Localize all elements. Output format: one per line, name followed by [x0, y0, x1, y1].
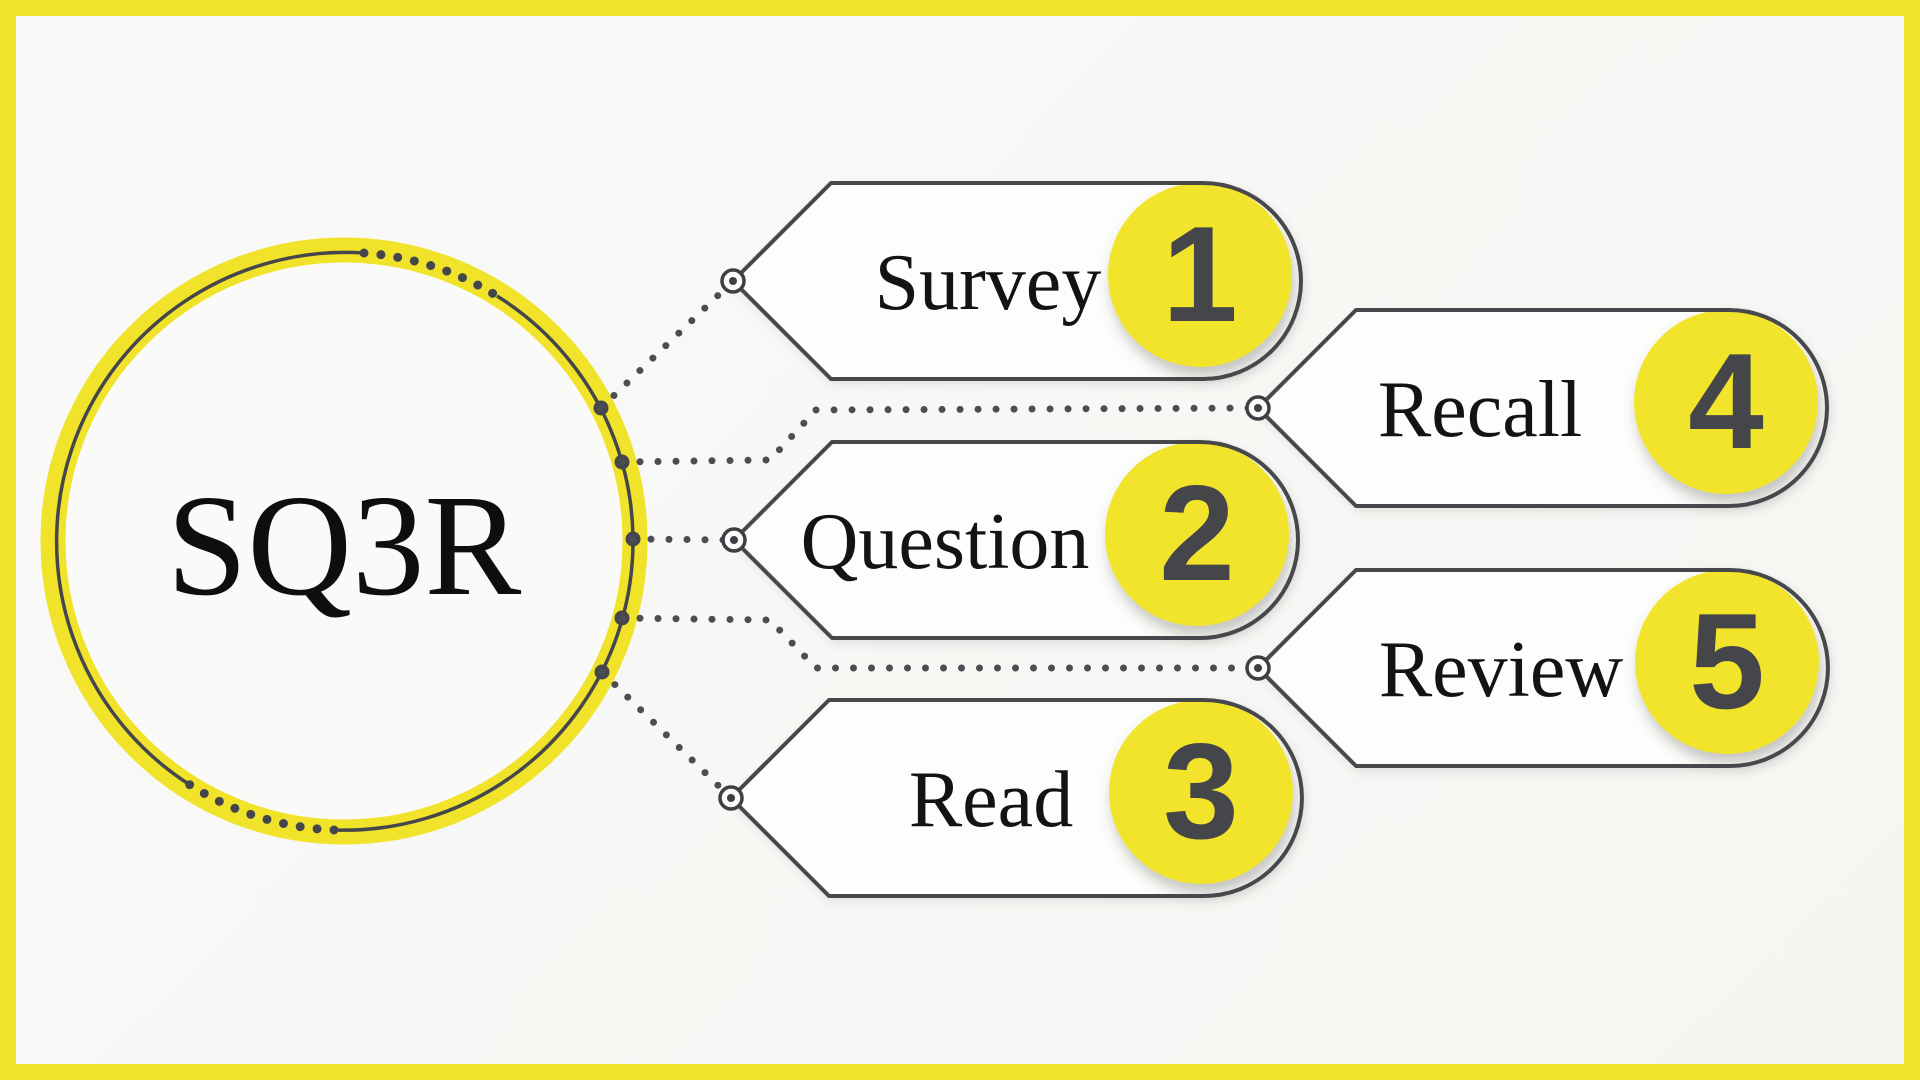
- node-ring-icon: [1245, 655, 1271, 681]
- connector-read-dotted-line: [598, 668, 735, 802]
- step-label: Recall: [1378, 366, 1582, 454]
- step-number-badge: [1105, 442, 1289, 626]
- step-read: Read 3: [729, 698, 1304, 898]
- step-number-badge: [1635, 570, 1819, 754]
- step-label: Survey: [875, 239, 1102, 327]
- node-ring-icon: [721, 527, 747, 553]
- hub-arc-solid-left: [54, 250, 365, 785]
- hub-arc-solid-right: [333, 294, 635, 832]
- step-number-badge: [1109, 700, 1293, 884]
- node-ring-icon: [720, 268, 746, 294]
- step-number: 1: [1162, 198, 1238, 350]
- connector-survey-dotted-line: [597, 277, 737, 412]
- step-label: Review: [1379, 626, 1624, 714]
- hub-title: SQ3R: [167, 466, 522, 626]
- connector-question-dotted-line: [629, 535, 738, 544]
- step-number: 3: [1163, 715, 1239, 867]
- step-recall: Recall 4: [1256, 308, 1829, 508]
- step-number-badge: [1108, 183, 1292, 367]
- hub-arc-dotted-bottom: [182, 778, 339, 835]
- node-ring-icon: [1245, 395, 1271, 421]
- sq3r-hub: SQ3R: [40, 237, 648, 845]
- step-survey: Survey 1: [731, 181, 1303, 381]
- tip-nodes: [718, 268, 1271, 811]
- hub-arc-dotted-top: [359, 248, 502, 301]
- node-ring-icon: [718, 785, 744, 811]
- connectors: [597, 277, 1262, 802]
- step-label: Question: [801, 498, 1090, 586]
- step-number: 4: [1688, 325, 1764, 477]
- step-label: Read: [909, 756, 1073, 844]
- connector-review-dotted-line: [618, 614, 1262, 672]
- step-number-badge: [1634, 310, 1818, 494]
- step-question: Question 2: [732, 440, 1300, 640]
- step-review: Review 5: [1256, 568, 1830, 768]
- connector-recall-dotted-line: [618, 404, 1262, 466]
- step-number: 2: [1159, 457, 1235, 609]
- step-number: 5: [1689, 585, 1765, 737]
